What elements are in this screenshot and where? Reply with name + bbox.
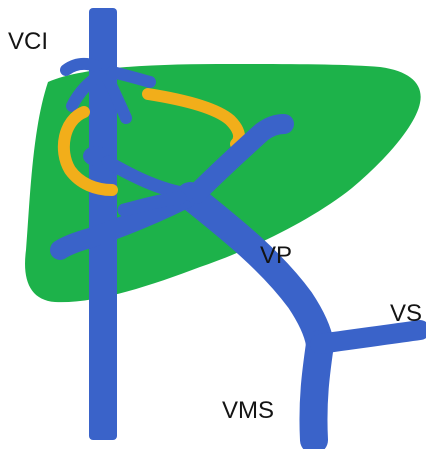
splenic-vein — [320, 330, 420, 344]
superior-mesenteric-vein — [313, 344, 320, 440]
hepatic-vein-upper-stub — [66, 64, 96, 70]
label-vs: VS — [390, 302, 422, 326]
label-vci: VCI — [8, 30, 48, 54]
label-vms: VMS — [222, 399, 274, 423]
label-vp: VP — [260, 244, 292, 268]
